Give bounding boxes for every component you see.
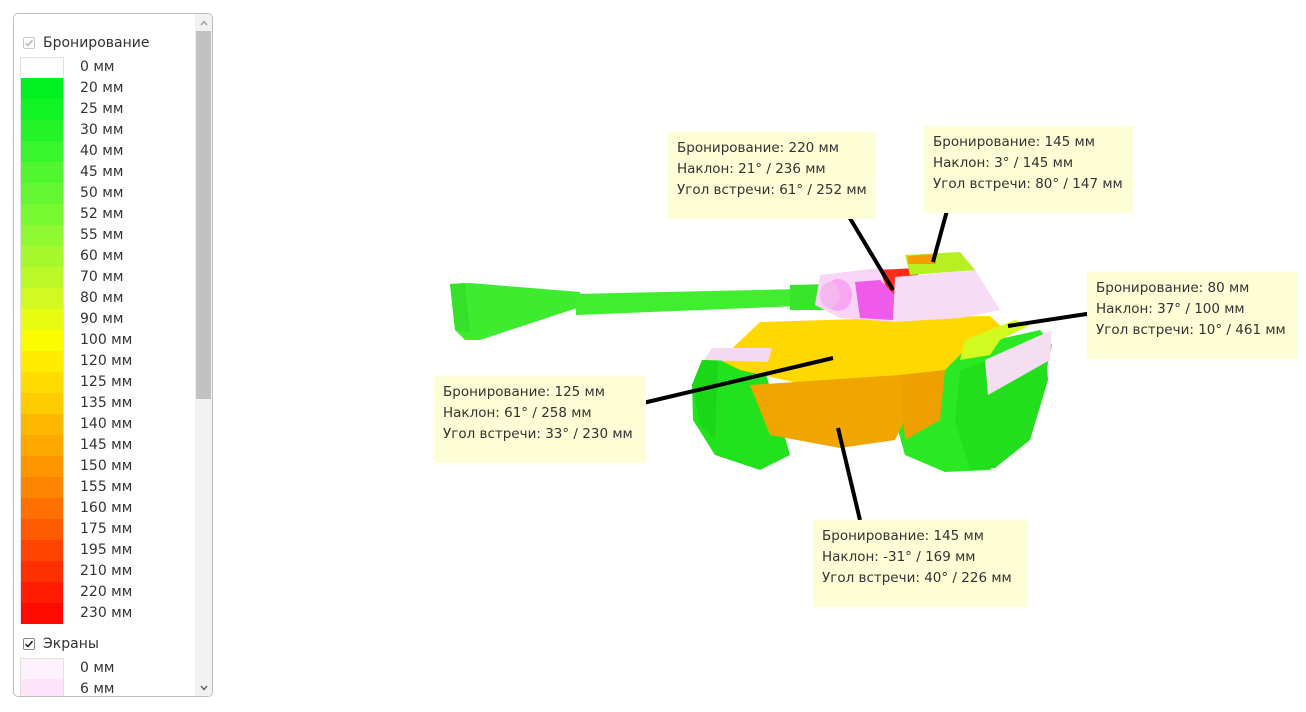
legend-item-label: 135 мм: [80, 395, 133, 411]
armor-section-label: Бронирование: [43, 35, 150, 51]
color-swatch: [20, 330, 64, 351]
color-swatch: [20, 679, 64, 696]
legend-item-label: 55 мм: [80, 227, 124, 243]
checkmark-icon: [24, 640, 34, 648]
color-swatch: [20, 267, 64, 288]
color-swatch: [20, 141, 64, 162]
legend-item-label: 6 мм: [80, 681, 115, 696]
chevron-up-icon: [199, 19, 208, 25]
legend-item-label: 120 мм: [80, 353, 133, 369]
color-swatch: [20, 393, 64, 414]
color-swatch: [20, 57, 64, 78]
tooltip-armor-value: Бронирование: 145 мм: [822, 528, 984, 544]
color-swatch: [20, 246, 64, 267]
checkmark-icon: [24, 39, 34, 47]
chevron-down-icon: [199, 685, 208, 691]
legend-item-label: 30 мм: [80, 122, 124, 138]
tooltip-slope-value: Наклон: -31° / 169 мм: [822, 549, 976, 565]
legend-item-label: 90 мм: [80, 311, 124, 327]
legend-item-label: 52 мм: [80, 206, 124, 222]
legend-item-label: 125 мм: [80, 374, 133, 390]
tooltip-impact-value: Угол встречи: 61° / 252 мм: [677, 182, 867, 198]
tooltip-slope-value: Наклон: 61° / 258 мм: [443, 405, 592, 421]
legend-item-label: 100 мм: [80, 332, 133, 348]
legend-item-label: 195 мм: [80, 542, 133, 558]
color-swatch: [20, 561, 64, 582]
color-swatch: [20, 309, 64, 330]
scroll-up-button[interactable]: [195, 14, 212, 31]
legend-item-label: 155 мм: [80, 479, 133, 495]
color-swatch: [20, 498, 64, 519]
color-swatch: [20, 603, 64, 624]
legend-item-label: 45 мм: [80, 164, 124, 180]
legend-item-label: 20 мм: [80, 80, 124, 96]
legend-item-label: 220 мм: [80, 584, 133, 600]
legend-item-label: 0 мм: [80, 660, 115, 676]
legend-item-label: 150 мм: [80, 458, 133, 474]
armor-tooltip-turret-top: Бронирование: 145 мм Наклон: 3° / 145 мм…: [924, 126, 1134, 213]
armor-checkbox[interactable]: [23, 37, 35, 49]
armor-tooltip-lower-plate: Бронирование: 145 мм Наклон: -31° / 169 …: [813, 520, 1027, 607]
scroll-down-button[interactable]: [195, 679, 212, 696]
armor-legend-panel[interactable]: Бронирование 0 мм 20 мм 25 мм 30 мм 40 мм 45 …: [13, 13, 213, 697]
legend-item-label: 50 мм: [80, 185, 124, 201]
color-swatch: [20, 351, 64, 372]
screens-checkbox[interactable]: [23, 638, 35, 650]
legend-item-label: 210 мм: [80, 563, 133, 579]
legend-item-label: 140 мм: [80, 416, 133, 432]
legend-item-label: 80 мм: [80, 290, 124, 306]
legend-item-label: 70 мм: [80, 269, 124, 285]
color-swatch: [20, 78, 64, 99]
color-swatch: [20, 120, 64, 141]
color-swatch: [20, 582, 64, 603]
legend-item-label: 0 мм: [80, 59, 115, 75]
tooltip-impact-value: Угол встречи: 33° / 230 мм: [443, 426, 633, 442]
armor-tooltip-upper-plate: Бронирование: 125 мм Наклон: 61° / 258 м…: [434, 376, 646, 463]
color-swatch: [20, 540, 64, 561]
screens-section-header: Экраны: [23, 633, 99, 655]
tooltip-armor-value: Бронирование: 145 мм: [933, 134, 1095, 150]
color-swatch: [20, 162, 64, 183]
color-swatch: [20, 99, 64, 120]
tooltip-armor-value: Бронирование: 125 мм: [443, 384, 605, 400]
scroll-thumb[interactable]: [196, 31, 211, 399]
color-swatch: [20, 204, 64, 225]
tooltip-impact-value: Угол встречи: 40° / 226 мм: [822, 570, 1012, 586]
screens-section-label: Экраны: [43, 636, 99, 652]
legend-item-label: 40 мм: [80, 143, 124, 159]
tooltip-slope-value: Наклон: 37° / 100 мм: [1096, 301, 1245, 317]
armor-tooltip-turret-mantlet: Бронирование: 220 мм Наклон: 21° / 236 м…: [668, 132, 876, 219]
legend-item-label: 230 мм: [80, 605, 133, 621]
legend-scrollbar[interactable]: [195, 14, 212, 696]
legend-item-label: 60 мм: [80, 248, 124, 264]
tooltip-slope-value: Наклон: 21° / 236 мм: [677, 161, 826, 177]
color-swatch: [20, 183, 64, 204]
color-swatch: [20, 225, 64, 246]
armor-tooltip-hull-side: Бронирование: 80 мм Наклон: 37° / 100 мм…: [1087, 272, 1298, 359]
legend-item-label: 160 мм: [80, 500, 133, 516]
color-swatch: [20, 372, 64, 393]
tooltip-impact-value: Угол встречи: 80° / 147 мм: [933, 176, 1123, 192]
armor-section-header: Бронирование: [23, 32, 149, 54]
color-swatch: [20, 477, 64, 498]
tooltip-armor-value: Бронирование: 220 мм: [677, 140, 839, 156]
color-swatch: [20, 435, 64, 456]
tooltip-impact-value: Угол встречи: 10° / 461 мм: [1096, 322, 1286, 338]
tooltip-armor-value: Бронирование: 80 мм: [1096, 280, 1250, 296]
legend-item-label: 145 мм: [80, 437, 133, 453]
color-swatch: [20, 456, 64, 477]
legend-content: Бронирование 0 мм 20 мм 25 мм 30 мм 40 мм 45 …: [14, 14, 196, 696]
color-swatch: [20, 288, 64, 309]
color-swatch: [20, 519, 64, 540]
color-swatch: [20, 414, 64, 435]
color-swatch: [20, 658, 64, 679]
legend-item-label: 25 мм: [80, 101, 124, 117]
tooltip-slope-value: Наклон: 3° / 145 мм: [933, 155, 1074, 171]
legend-item-label: 175 мм: [80, 521, 133, 537]
